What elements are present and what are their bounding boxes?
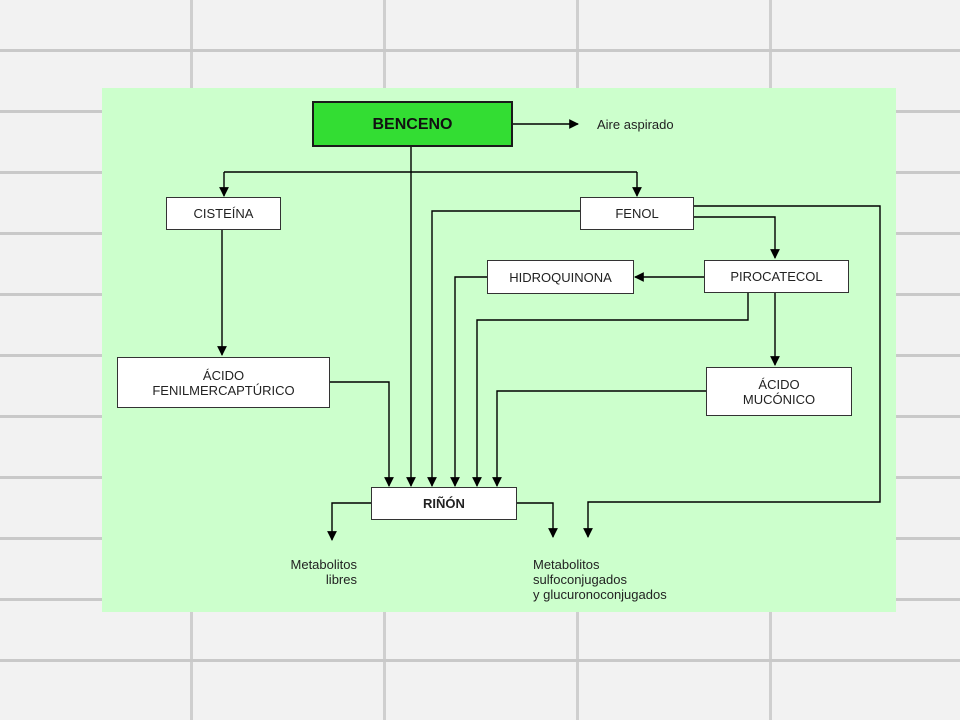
arrow-fenol-pirocatecol bbox=[694, 216, 780, 259]
node-fenol: FENOL bbox=[580, 197, 694, 230]
node-acido-fenilmercapturico: ÁCIDO FENILMERCAPTÚRICO bbox=[117, 357, 330, 408]
node-cisteina: CISTEÍNA bbox=[166, 197, 281, 230]
arrow-hidroquinona-rinon bbox=[450, 276, 487, 487]
label-metabolitos-conjugados: Metabolitos sulfoconjugados y glucuronoc… bbox=[533, 557, 667, 602]
arrow-muconico-rinon bbox=[492, 390, 706, 487]
node-acido-muconico: ÁCIDO MUCÓNICO bbox=[706, 367, 852, 416]
arrow-fenol-conjugados bbox=[583, 205, 881, 538]
arrow-rinon-libres bbox=[327, 502, 372, 541]
node-benceno: BENCENO bbox=[312, 101, 513, 147]
label-aire-aspirado: Aire aspirado bbox=[597, 117, 674, 132]
arrow-acido-rinon bbox=[330, 381, 394, 487]
node-hidroquinona: HIDROQUINONA bbox=[487, 260, 634, 294]
arrow-pirocatecol-rinon bbox=[472, 292, 749, 487]
node-pirocatecol: PIROCATECOL bbox=[704, 260, 849, 293]
diagram-slide bbox=[102, 88, 896, 612]
label-metabolitos-libres: Metabolitos libres bbox=[290, 557, 357, 587]
arrow-rinon-conjugados bbox=[517, 502, 558, 538]
node-rinon: RIÑÓN bbox=[371, 487, 517, 520]
arrow-fenol-rinon bbox=[427, 210, 580, 487]
